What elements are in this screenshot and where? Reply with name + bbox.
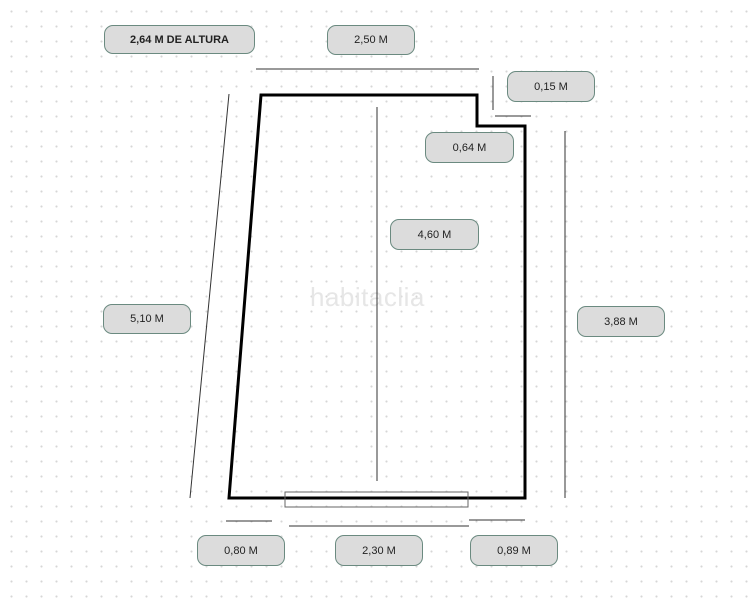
dim-right-side: 3,88 M [577,306,665,337]
dim-top-width: 2,50 M [327,25,415,55]
dim-inner-depth: 4,60 M [390,219,479,250]
dim-notch-depth: 0,15 M [507,71,595,102]
dim-line-left [189,93,230,499]
room-outline [227,93,527,500]
window [284,491,469,508]
dim-left-side: 5,10 M [103,304,191,334]
dim-bottom-left: 0,80 M [197,535,285,566]
watermark: habitaclia [310,282,425,312]
dim-bottom-window: 2,30 M [335,535,423,566]
dim-notch-width: 0,64 M [425,132,514,163]
dim-bottom-right: 0,89 M [470,535,558,566]
height-label: 2,64 M DE ALTURA [104,25,255,54]
